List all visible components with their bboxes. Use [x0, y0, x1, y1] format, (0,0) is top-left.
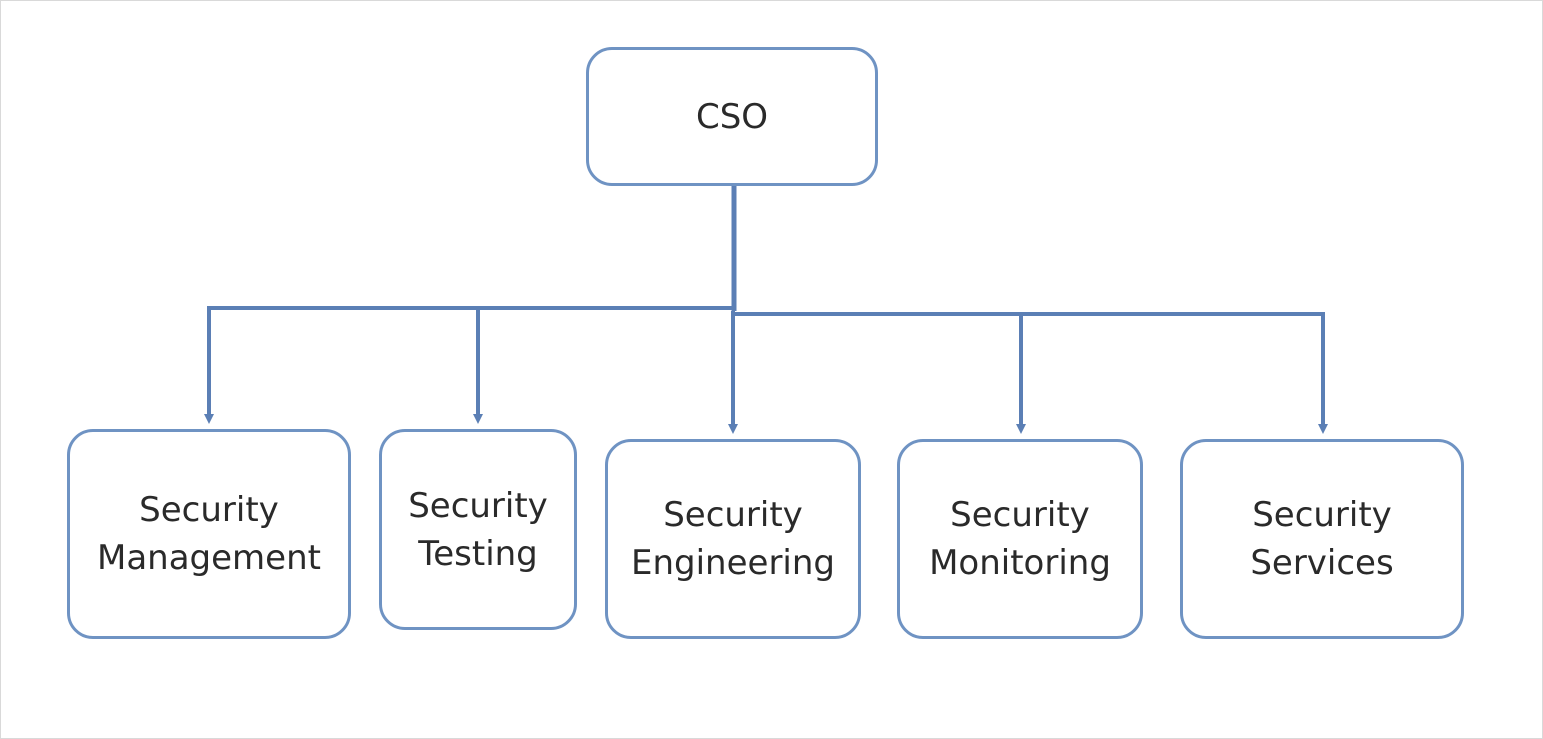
node-security-monitoring: Security Monitoring: [897, 439, 1143, 639]
node-label: Security Monitoring: [929, 495, 1111, 583]
node-security-management: Security Management: [67, 429, 351, 639]
node-security-testing: Security Testing: [379, 429, 577, 630]
node-security-engineering: Security Engineering: [605, 439, 861, 639]
node-label: Security Testing: [408, 485, 548, 574]
node-cso: CSO: [586, 47, 878, 186]
node-label: Security Services: [1250, 495, 1394, 583]
node-security-services: Security Services: [1180, 439, 1464, 639]
node-label: CSO: [695, 96, 769, 137]
node-label: Security Management: [97, 490, 321, 578]
node-label: Security Engineering: [631, 495, 835, 583]
